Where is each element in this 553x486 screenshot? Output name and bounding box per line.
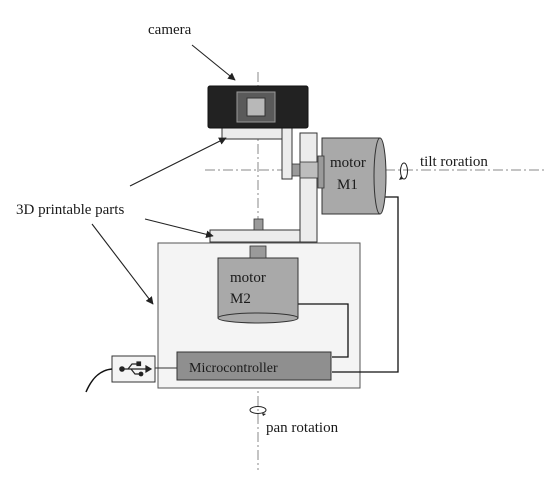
parts-pointer-arrow-lower bbox=[91, 223, 154, 305]
tilt-shaft bbox=[291, 161, 323, 179]
parts-pointer-arrow-middle bbox=[144, 218, 214, 239]
pan-rotation-arrow-icon bbox=[249, 406, 267, 416]
parts-pointer-arrow-upper bbox=[129, 137, 227, 187]
motor-m1-label-line2: M1 bbox=[337, 177, 358, 193]
motor-m2-label-line1: motor bbox=[230, 270, 266, 286]
camera bbox=[207, 85, 309, 129]
wire-m1-to-microcontroller bbox=[332, 196, 399, 373]
motor-m2-label-line2: M2 bbox=[230, 291, 251, 307]
microcontroller-label: Microcontroller bbox=[189, 361, 278, 376]
usb-icon bbox=[119, 361, 153, 377]
motor-m1 bbox=[317, 137, 387, 215]
microcontroller-block bbox=[176, 351, 332, 381]
wire-m2-to-microcontroller bbox=[298, 303, 349, 358]
lower-bracket bbox=[209, 132, 318, 243]
upper-bracket bbox=[221, 126, 293, 180]
pan-rotation-label: pan rotation bbox=[266, 420, 339, 436]
motor-m1-label-line1: motor bbox=[330, 155, 366, 171]
rotation-arrow-icon bbox=[399, 162, 408, 180]
motor-m2 bbox=[217, 245, 299, 324]
usb-connector bbox=[85, 355, 177, 393]
tilt-rotation-label: tilt roration bbox=[420, 154, 488, 170]
camera-pointer-arrow bbox=[191, 44, 236, 81]
printable-parts-label: 3D printable parts bbox=[16, 202, 124, 218]
camera-label: camera bbox=[148, 22, 192, 38]
